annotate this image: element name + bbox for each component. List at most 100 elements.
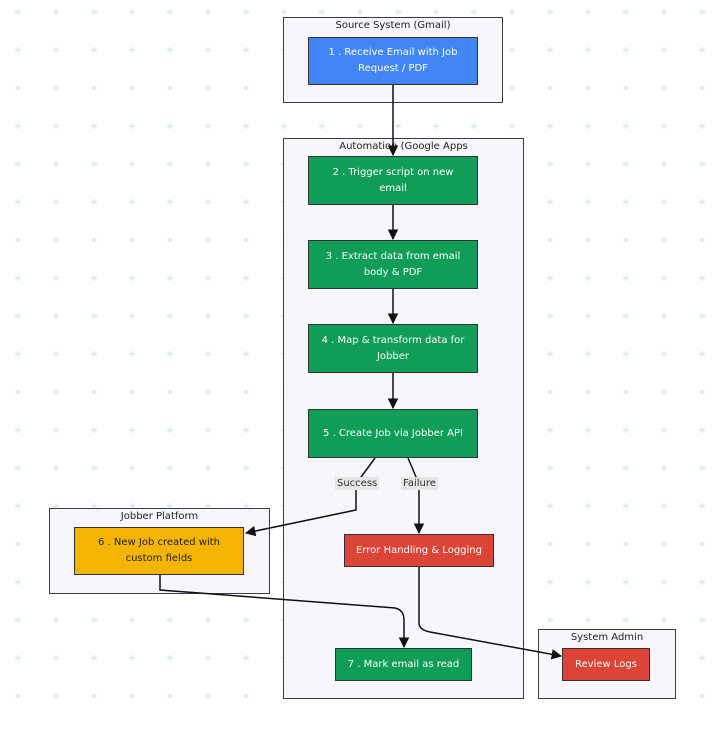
grid-plus-mark	[15, 427, 21, 433]
grid-plus-mark	[699, 541, 705, 547]
grid-plus-mark	[281, 123, 287, 129]
grid-plus-mark	[243, 617, 249, 623]
grid-plus-mark	[661, 161, 667, 167]
grid-plus-mark	[585, 9, 591, 15]
cluster-jobber-title: Jobber Platform	[120, 511, 199, 522]
grid-plus-mark	[243, 655, 249, 661]
grid-plus-mark	[623, 351, 629, 357]
grid-plus-mark	[91, 85, 97, 91]
node-error-handling[interactable]: Error Handling & Logging	[344, 534, 494, 567]
grid-plus-mark	[167, 693, 173, 699]
grid-plus-mark	[91, 161, 97, 167]
grid-plus-mark	[585, 47, 591, 53]
grid-plus-mark	[53, 617, 59, 623]
grid-plus-mark	[15, 9, 21, 15]
grid-plus-mark	[167, 275, 173, 281]
grid-plus-mark	[585, 617, 591, 623]
grid-plus-mark	[91, 199, 97, 205]
grid-plus-mark	[91, 655, 97, 661]
grid-plus-mark	[53, 199, 59, 205]
node-receive-email[interactable]: 1 . Receive Email with Job Request / PDF	[308, 37, 478, 85]
grid-plus-mark	[167, 47, 173, 53]
grid-plus-mark	[319, 123, 325, 129]
grid-plus-mark	[129, 655, 135, 661]
grid-plus-mark	[205, 123, 211, 129]
grid-plus-mark	[129, 351, 135, 357]
node-create-job[interactable]: 5 . Create Job via Jobber API	[308, 409, 478, 458]
grid-plus-mark	[53, 237, 59, 243]
grid-plus-mark	[53, 9, 59, 15]
grid-plus-mark	[129, 313, 135, 319]
grid-plus-mark	[205, 351, 211, 357]
grid-plus-mark	[91, 47, 97, 53]
grid-plus-mark	[205, 275, 211, 281]
grid-plus-mark	[205, 47, 211, 53]
grid-plus-mark	[129, 123, 135, 129]
grid-plus-mark	[547, 541, 553, 547]
grid-plus-mark	[661, 275, 667, 281]
grid-plus-mark	[129, 617, 135, 623]
grid-plus-mark	[699, 427, 705, 433]
grid-plus-mark	[205, 161, 211, 167]
grid-plus-mark	[91, 123, 97, 129]
grid-plus-mark	[53, 161, 59, 167]
grid-plus-mark	[205, 617, 211, 623]
grid-plus-mark	[509, 47, 515, 53]
node-new-job-created[interactable]: 6 . New Job created with custom fields	[74, 527, 244, 575]
grid-plus-mark	[699, 465, 705, 471]
grid-plus-mark	[623, 47, 629, 53]
grid-plus-mark	[53, 47, 59, 53]
grid-plus-mark	[281, 9, 287, 15]
grid-plus-mark	[699, 237, 705, 243]
grid-plus-mark	[243, 237, 249, 243]
grid-plus-mark	[661, 541, 667, 547]
grid-plus-mark	[53, 693, 59, 699]
grid-plus-mark	[699, 655, 705, 661]
grid-plus-mark	[547, 465, 553, 471]
grid-plus-mark	[243, 427, 249, 433]
grid-plus-mark	[53, 275, 59, 281]
grid-plus-mark	[15, 465, 21, 471]
grid-plus-mark	[243, 389, 249, 395]
cluster-admin-title: System Admin	[570, 632, 644, 643]
grid-plus-mark	[661, 465, 667, 471]
grid-plus-mark	[623, 161, 629, 167]
grid-plus-mark	[167, 85, 173, 91]
node-extract-data[interactable]: 3 . Extract data from email body & PDF	[308, 240, 478, 289]
grid-plus-mark	[53, 427, 59, 433]
grid-plus-mark	[15, 85, 21, 91]
grid-plus-mark	[623, 389, 629, 395]
grid-plus-mark	[433, 9, 439, 15]
grid-plus-mark	[661, 389, 667, 395]
grid-plus-mark	[623, 427, 629, 433]
node-mark-email-read[interactable]: 7 . Mark email as read	[335, 648, 472, 681]
cluster-source-title: Source System (Gmail)	[335, 20, 451, 31]
grid-plus-mark	[699, 161, 705, 167]
grid-plus-mark	[243, 199, 249, 205]
grid-plus-mark	[623, 9, 629, 15]
grid-plus-mark	[15, 199, 21, 205]
grid-plus-mark	[357, 9, 363, 15]
node-review-logs[interactable]: Review Logs	[562, 648, 650, 681]
grid-plus-mark	[53, 351, 59, 357]
node-trigger-script[interactable]: 2 . Trigger script on new email	[308, 156, 478, 205]
grid-plus-mark	[243, 351, 249, 357]
grid-plus-mark	[585, 503, 591, 509]
grid-plus-mark	[471, 9, 477, 15]
grid-plus-mark	[129, 237, 135, 243]
grid-plus-mark	[585, 85, 591, 91]
grid-plus-mark	[15, 617, 21, 623]
grid-plus-mark	[243, 85, 249, 91]
grid-plus-mark	[547, 427, 553, 433]
grid-plus-mark	[129, 199, 135, 205]
node-map-transform[interactable]: 4 . Map & transform data for Jobber	[308, 324, 478, 373]
grid-plus-mark	[205, 85, 211, 91]
grid-plus-mark	[167, 655, 173, 661]
grid-plus-mark	[661, 123, 667, 129]
grid-plus-mark	[585, 541, 591, 547]
edge-label-failure: Failure	[401, 477, 438, 490]
grid-plus-mark	[661, 579, 667, 585]
grid-plus-mark	[661, 199, 667, 205]
grid-plus-mark	[509, 9, 515, 15]
grid-plus-mark	[15, 237, 21, 243]
